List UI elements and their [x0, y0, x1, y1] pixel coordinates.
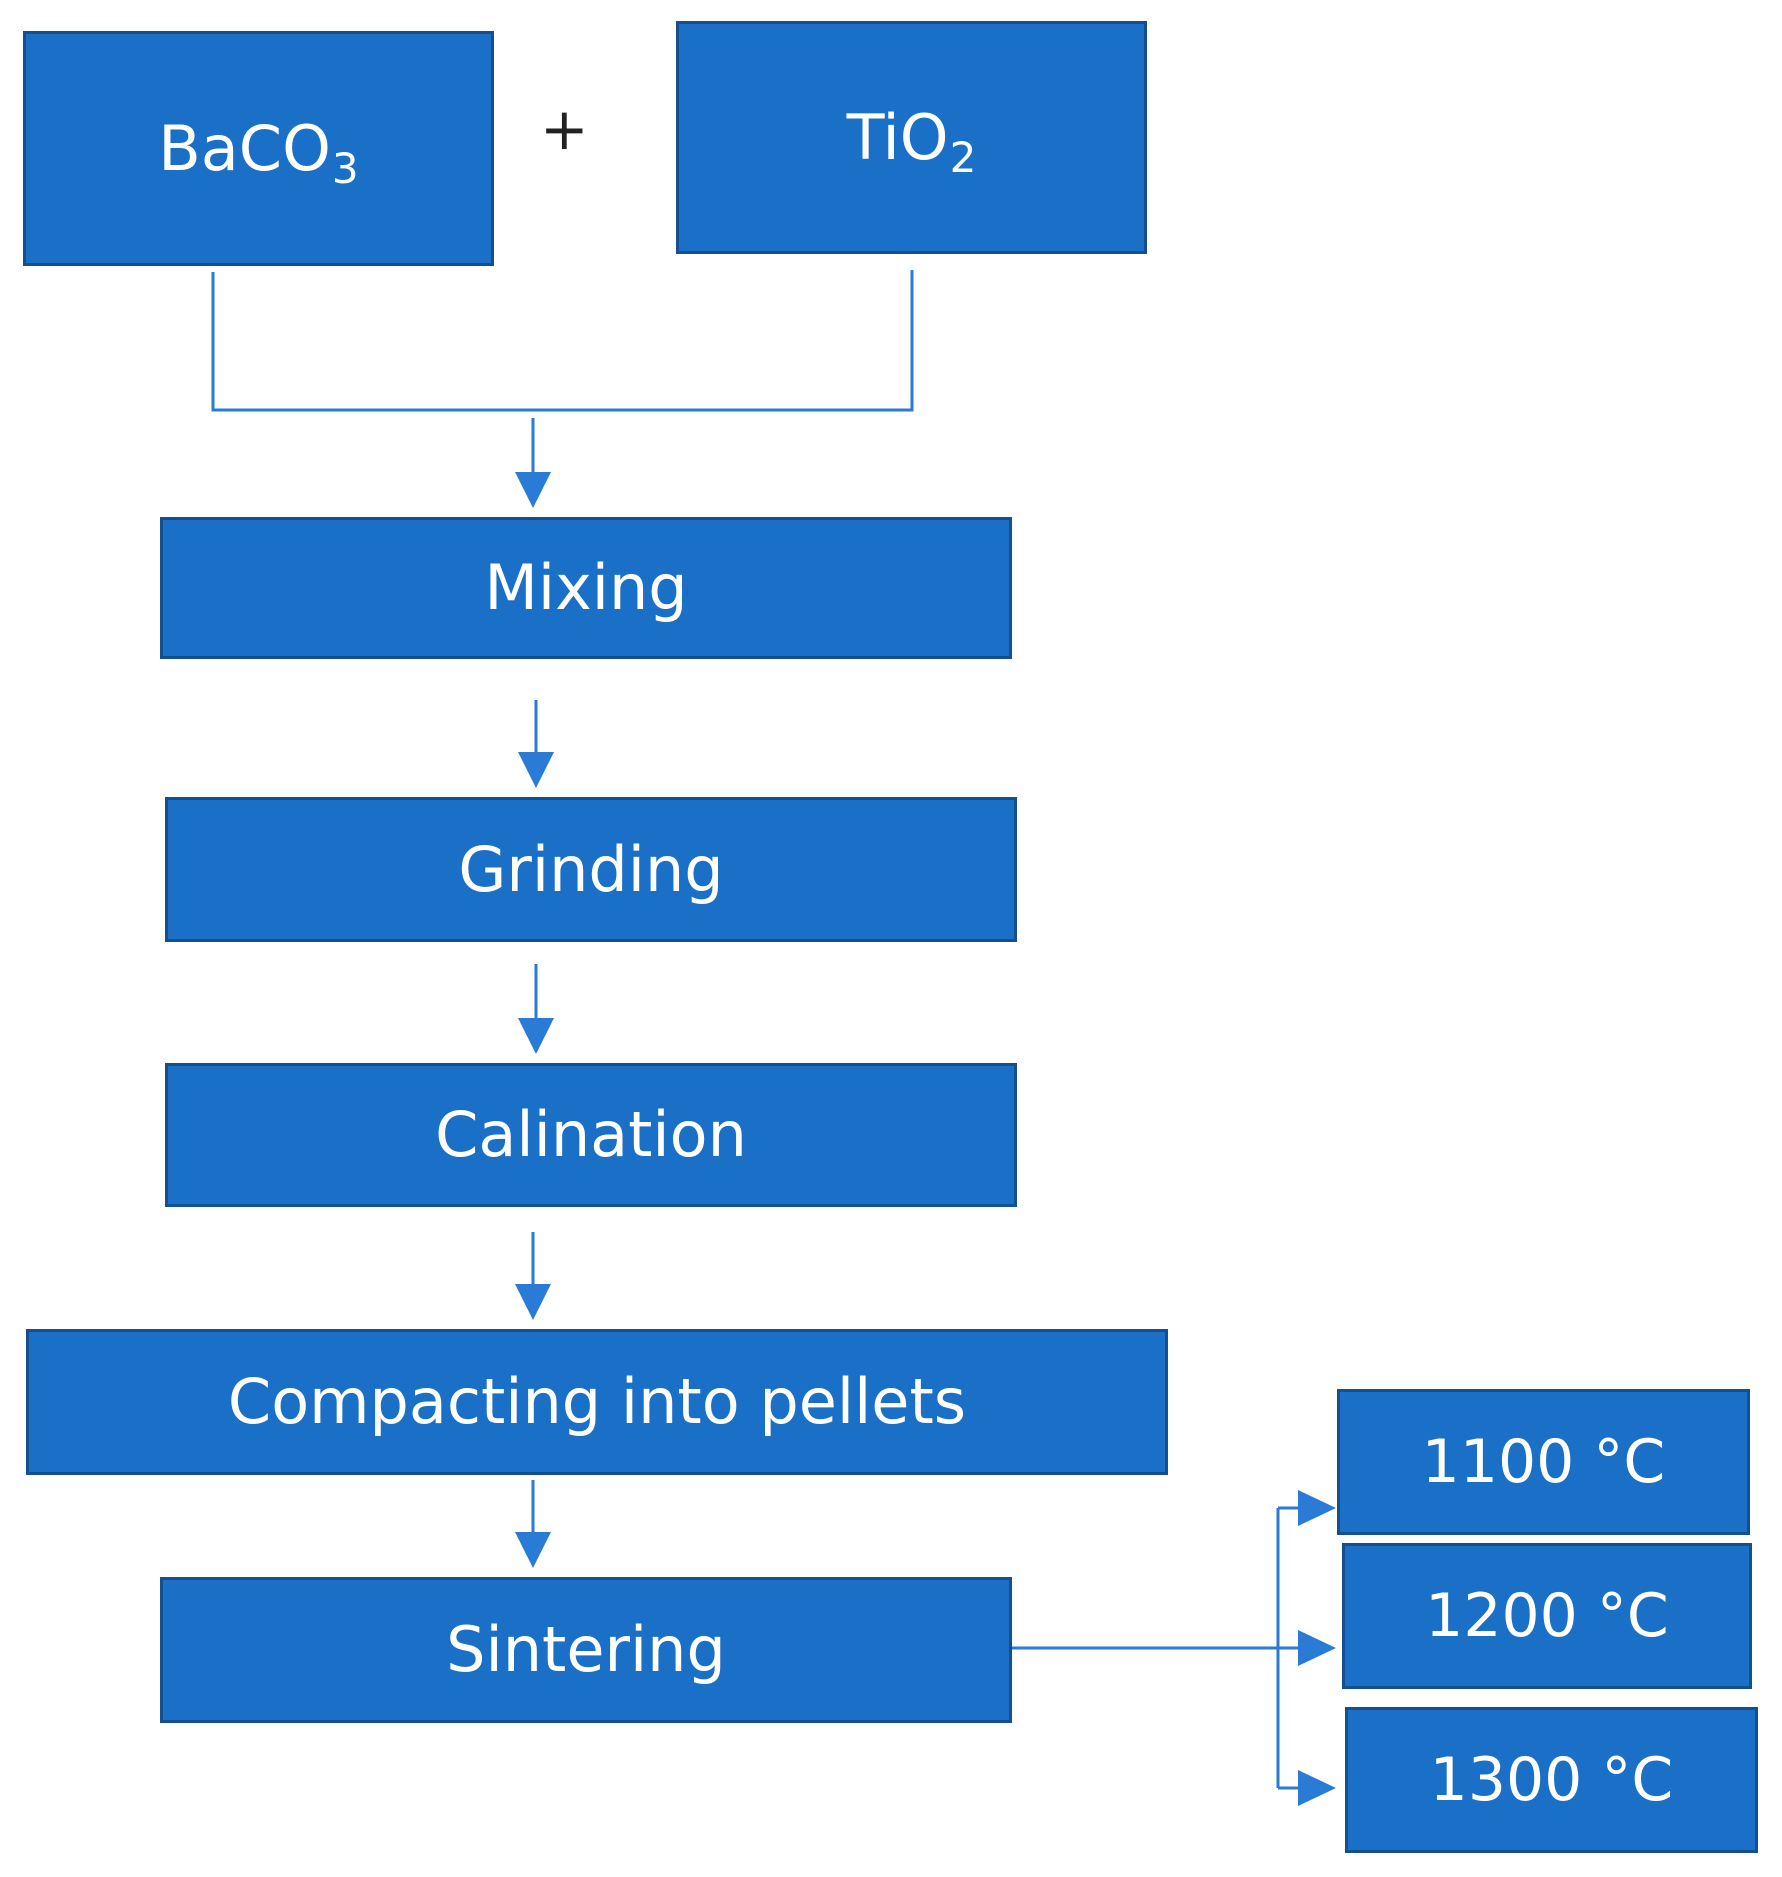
temp-1100-box: 1100 °C	[1337, 1389, 1750, 1535]
arrowhead-to-sintering	[515, 1532, 551, 1568]
baco3-subscript: 3	[331, 143, 359, 193]
arrowhead-to-mixing	[515, 472, 551, 508]
temp-1300-box: 1300 °C	[1345, 1707, 1758, 1853]
reactant-merge-bracket	[211, 270, 914, 412]
mixing-box: Mixing	[160, 517, 1012, 659]
arrowhead-to-1300	[1298, 1770, 1336, 1806]
compacting-label: Compacting into pellets	[227, 1365, 967, 1438]
arrowhead-to-1100	[1298, 1490, 1336, 1526]
sintering-label: Sintering	[446, 1613, 726, 1686]
tio2-box: TiO2	[676, 21, 1147, 254]
arrowhead-to-compacting	[515, 1284, 551, 1320]
temp-1200-box: 1200 °C	[1342, 1543, 1752, 1689]
baco3-box: BaCO3	[23, 31, 494, 266]
temp-1300-label: 1300 °C	[1429, 1745, 1674, 1815]
calination-label: Calination	[435, 1098, 747, 1171]
tio2-subscript: 2	[949, 132, 977, 182]
arrowhead-to-grinding	[518, 752, 554, 788]
arrowhead-to-1200	[1298, 1630, 1336, 1666]
grinding-label: Grinding	[458, 832, 724, 906]
tio2-label: TiO2	[846, 100, 977, 182]
arrowhead-to-calination	[518, 1018, 554, 1054]
temp-1100-label: 1100 °C	[1421, 1427, 1666, 1497]
temp-1200-label: 1200 °C	[1425, 1581, 1669, 1651]
sintering-box: Sintering	[160, 1577, 1012, 1723]
mixing-label: Mixing	[484, 551, 688, 624]
calination-box: Calination	[165, 1063, 1017, 1207]
plus-sign: +	[540, 95, 589, 163]
compacting-box: Compacting into pellets	[26, 1329, 1168, 1475]
grinding-box: Grinding	[165, 797, 1017, 942]
baco3-label: BaCO3	[158, 111, 359, 193]
